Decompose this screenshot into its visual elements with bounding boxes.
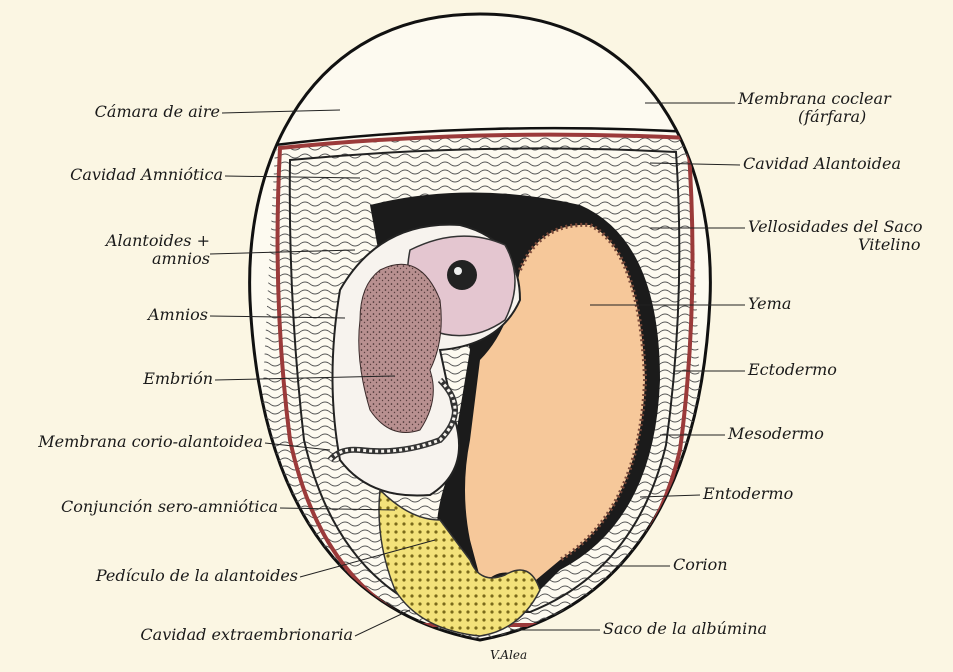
label-membrana-coclear: Membrana coclear(fárfara) xyxy=(738,90,891,126)
label-ectodermo: Ectodermo xyxy=(748,361,837,379)
label-cavidad-amniotica: Cavidad Amniótica xyxy=(20,166,223,184)
label-mesodermo: Mesodermo xyxy=(728,425,824,443)
label-conjuncion-sero-amniotica: Conjunción sero-amniótica xyxy=(20,498,278,516)
label-yema: Yema xyxy=(748,295,791,313)
label-cavidad-alantoidea: Cavidad Alantoidea xyxy=(743,155,901,173)
label-saco-albumina: Saco de la albúmina xyxy=(603,620,767,638)
label-cavidad-extraembrionaria: Cavidad extraembrionaria xyxy=(100,626,353,644)
artist-signature: V.Alea xyxy=(490,646,527,664)
label-corion: Corion xyxy=(673,556,728,574)
embryo-eye xyxy=(447,260,477,290)
embryo-body xyxy=(359,264,442,432)
label-amnios: Amnios xyxy=(90,306,208,324)
label-entodermo: Entodermo xyxy=(703,485,793,503)
label-pediculo-alantoides: Pedículo de la alantoides xyxy=(40,567,298,585)
label-camara-de-aire: Cámara de aire xyxy=(40,103,220,121)
label-embrion: Embrión xyxy=(90,370,213,388)
label-membrana-corio-alantoidea: Membrana corio-alantoidea xyxy=(8,433,263,451)
label-alantoides-amnios: Alantoides +amnios xyxy=(70,232,210,268)
